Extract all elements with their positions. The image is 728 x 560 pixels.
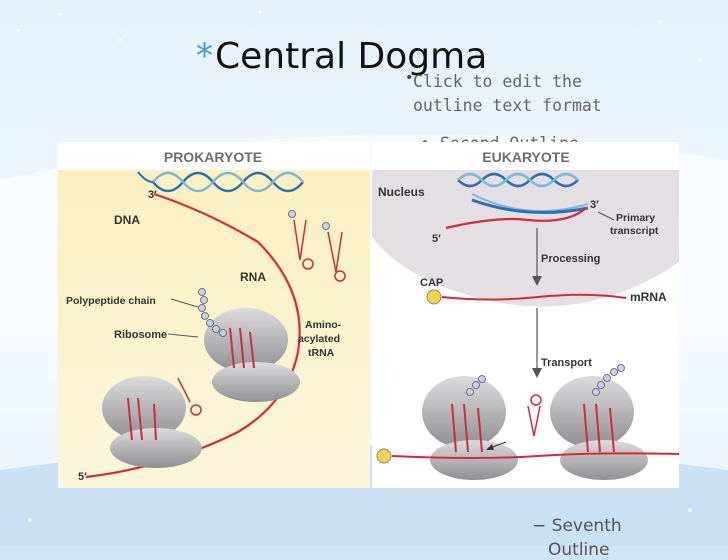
transport-label: Transport — [541, 357, 592, 369]
eighth-outline: Outline — [548, 540, 610, 560]
outline-line-1: Click to edit the — [413, 72, 582, 91]
title-text: Central Dogma — [215, 36, 488, 77]
eukaryote-heading: EUKARYOTE — [482, 149, 569, 165]
dna-label: DNA — [114, 213, 140, 227]
euk-five-prime-label: 5′ — [432, 233, 441, 245]
primary-label-1: Primary — [616, 212, 655, 224]
outline-bullet: • — [405, 70, 414, 86]
prokaryote-heading: PROKARYOTE — [164, 149, 262, 165]
outline-line-2: outline text format — [413, 96, 602, 115]
prokaryote-panel: PROKARYOTE 3′ DNA RNA Polypeptide chain … — [58, 142, 370, 488]
eukaryote-polypeptides — [466, 364, 625, 396]
cytoplasm-cap — [376, 448, 392, 464]
slide-title: *Central Dogma — [196, 36, 487, 77]
prokaryote-polypeptide — [198, 288, 227, 337]
euk-three-prime-label: 3′ — [590, 199, 599, 211]
title-bullet: * — [196, 36, 213, 76]
ribosome-label: Ribosome — [114, 329, 167, 341]
rna-label: RNA — [240, 270, 266, 284]
prokaryote-ribosome-lower — [102, 376, 202, 468]
nucleus-label: Nucleus — [378, 185, 425, 199]
mrna-label: mRNA — [630, 290, 667, 304]
seventh-outline: − Seventh — [532, 516, 622, 536]
eukaryote-dna — [457, 172, 589, 214]
primary-label-2: transcript — [610, 225, 659, 237]
outline-placeholder[interactable]: Click to edit the outline text format — [413, 70, 602, 118]
primary-transcript-strand — [445, 207, 587, 230]
eukaryote-panel: EUKARYOTE Nucleus 3′ 5′ Primary transcri… — [372, 142, 679, 488]
eukaryote-ribosome-left — [422, 376, 518, 480]
processing-label: Processing — [541, 253, 600, 265]
central-dogma-figure: PROKARYOTE 3′ DNA RNA Polypeptide chain … — [58, 142, 679, 488]
cytoplasm-mrna — [391, 452, 679, 459]
cap-label: CAP — [420, 277, 443, 289]
cap-circle — [426, 289, 442, 305]
mrna-strand — [441, 293, 627, 301]
three-prime-label: 3′ — [148, 189, 157, 201]
amino-label-3: tRNA — [308, 347, 335, 359]
polypeptide-label: Polypeptide chain — [66, 295, 156, 307]
eukaryote-ribosome-right — [550, 376, 648, 480]
processing-arrow — [532, 228, 542, 286]
five-prime-label: 5′ — [78, 471, 87, 483]
transport-arrow — [532, 308, 542, 378]
prokaryote-ribosome-upper — [204, 308, 300, 402]
prokaryote-dna — [137, 171, 304, 193]
amino-label-1: Amino- — [305, 319, 342, 331]
prokaryote-trna — [177, 219, 346, 416]
amino-label-2: acylated — [298, 333, 340, 345]
